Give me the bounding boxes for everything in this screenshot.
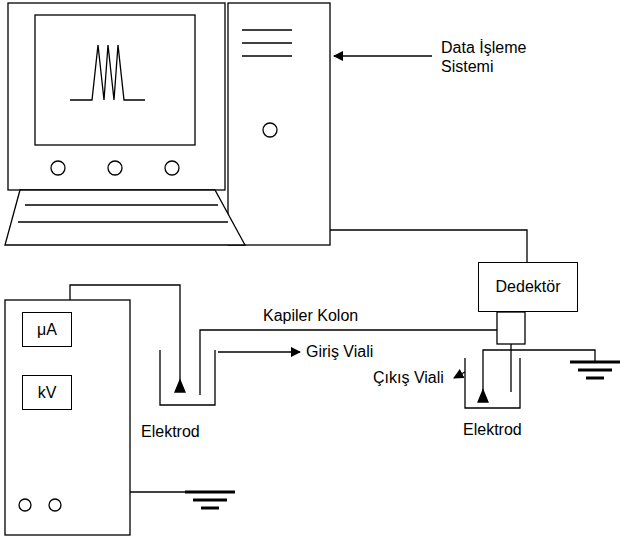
supply-knob xyxy=(49,499,61,511)
box-text: μA xyxy=(37,321,57,339)
electrode-tip xyxy=(175,380,185,392)
ground-symbol xyxy=(201,507,219,510)
part-label: Kapiler Kolon xyxy=(262,306,359,325)
capillary-column xyxy=(200,330,497,395)
electropherogram xyxy=(70,45,145,100)
drive-slot xyxy=(242,42,292,43)
part-label: Giriş Viali xyxy=(305,342,374,361)
drive-slot xyxy=(242,29,292,30)
box-text: kV xyxy=(38,384,57,402)
monitor-button xyxy=(165,161,179,175)
pointer-arrow xyxy=(454,372,465,378)
detector-box: Dedektör xyxy=(478,262,578,312)
monitor-button xyxy=(108,161,122,175)
monitor-button xyxy=(51,161,65,175)
ground-symbol xyxy=(193,499,227,502)
ground-symbol xyxy=(586,377,604,380)
power-button xyxy=(263,123,277,137)
drive-slot xyxy=(242,55,292,56)
detector-cell xyxy=(497,312,525,344)
keyboard-row xyxy=(18,221,228,222)
capillary-column xyxy=(510,344,511,392)
electrode-tip xyxy=(478,390,488,402)
computer-tower xyxy=(228,3,330,245)
system-label: Data İşleme Sistemi xyxy=(440,38,547,76)
power-supply xyxy=(5,300,130,535)
part-label: Elektrod xyxy=(462,420,523,439)
ground-symbol xyxy=(578,369,612,372)
meter-display: kV xyxy=(22,375,72,410)
part-label: Çıkış Viali xyxy=(372,368,445,387)
inlet-vial xyxy=(160,350,215,405)
supply-knob xyxy=(19,499,31,511)
monitor-screen xyxy=(35,15,195,145)
ground-symbol xyxy=(185,491,235,494)
pointer-arrow xyxy=(334,55,432,56)
monitor xyxy=(8,3,225,190)
ground-symbol xyxy=(570,361,620,364)
keyboard xyxy=(5,190,245,245)
pointer-arrow xyxy=(218,351,300,352)
signal-wire xyxy=(330,230,527,262)
ground-wire xyxy=(483,350,595,398)
outlet-vial xyxy=(465,358,520,408)
part-label: Elektrod xyxy=(140,422,201,441)
hv-wire xyxy=(70,285,180,388)
meter-display: μA xyxy=(22,312,72,347)
box-text: Dedektör xyxy=(496,278,561,296)
keyboard-row xyxy=(25,204,218,205)
